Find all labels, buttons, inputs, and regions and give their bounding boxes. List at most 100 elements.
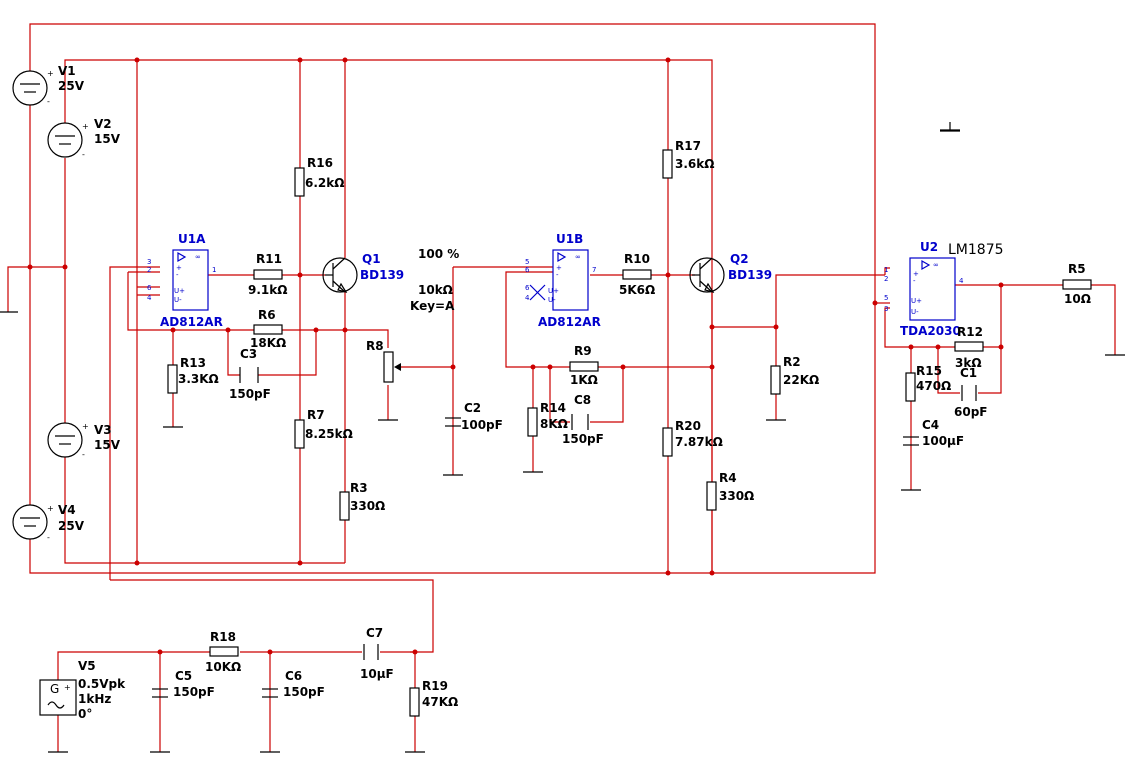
resistor-r3[interactable]: R3 330Ω: [339, 481, 385, 521]
q1-ref: Q1: [362, 252, 381, 266]
resistor-r9[interactable]: R9 1KΩ: [569, 344, 599, 387]
source-v3[interactable]: + - V3 15V: [47, 422, 121, 459]
r10-ref: R10: [624, 252, 650, 266]
c3-ref: C3: [240, 347, 257, 361]
resistor-icon: [954, 341, 984, 352]
junction-dot: [313, 327, 319, 333]
svg-text:1: 1: [884, 266, 888, 274]
resistor-r20[interactable]: R20 7.87kΩ: [662, 419, 723, 457]
resistor-r16[interactable]: R16 6.2kΩ: [294, 156, 344, 197]
u1b-part: AD812AR: [538, 315, 601, 329]
capacitor-c7[interactable]: C7 10µF: [360, 626, 394, 681]
u2-label: LM1875: [948, 242, 1004, 258]
svg-text:-: -: [47, 97, 50, 106]
resistor-r4[interactable]: R4 330Ω: [706, 471, 754, 511]
r9-ref: R9: [574, 344, 592, 358]
npn-transistor-icon: [322, 257, 358, 293]
resistor-icon: [209, 646, 239, 657]
resistor-icon: [706, 481, 717, 511]
c7-ref: C7: [366, 626, 383, 640]
svg-text:+: +: [64, 683, 71, 692]
junction-dot: [665, 570, 671, 576]
svg-text:∞: ∞: [933, 261, 939, 269]
r15-ref: R15: [916, 364, 942, 378]
u2-part: TDA2030: [900, 324, 961, 338]
v2-value: 15V: [94, 132, 121, 146]
capacitor-c2[interactable]: C2 100pF: [445, 401, 503, 432]
source-v2[interactable]: + - V2 15V: [47, 117, 121, 159]
resistor-r6[interactable]: R6 18KΩ: [250, 308, 286, 350]
junctions: [27, 57, 1004, 655]
resistor-icon: [770, 365, 781, 395]
source-v5[interactable]: G + V5 0.5Vpk 1kHz 0°: [39, 659, 126, 721]
function-generator-icon: [39, 679, 77, 716]
svg-text:-: -: [556, 271, 559, 279]
resistor-r18[interactable]: R18 10KΩ: [205, 630, 241, 674]
potentiometer-r8[interactable]: 100 % 10kΩ Key=A R8: [366, 247, 459, 383]
v5-phase: 0°: [78, 707, 92, 721]
svg-text:4: 4: [525, 294, 530, 302]
resistor-r12[interactable]: R12 3kΩ: [954, 325, 984, 370]
junction-dot: [908, 344, 914, 350]
q2-part: BD139: [728, 268, 772, 282]
v5-ref: V5: [78, 659, 96, 673]
resistor-r13[interactable]: R13 3.3KΩ: [167, 356, 219, 394]
r10-value: 5K6Ω: [619, 283, 655, 297]
transistor-q2[interactable]: Q2 BD139: [689, 252, 772, 293]
r13-ref: R13: [180, 356, 206, 370]
resistor-r19[interactable]: R19 47KΩ: [409, 679, 458, 717]
capacitor-c8[interactable]: C8 150pF: [562, 393, 604, 446]
svg-text:+: +: [82, 122, 89, 131]
dc-source-icon: [12, 504, 48, 540]
resistor-r11[interactable]: R11 9.1kΩ: [248, 252, 287, 297]
opamp-u2[interactable]: ∞ + - U+ U- 1 2 4 5 3 U2 LM1875 TDA2030: [884, 240, 1004, 338]
c6-value: 150pF: [283, 685, 325, 699]
v5-value: 0.5Vpk: [78, 677, 126, 691]
r4-value: 330Ω: [719, 489, 754, 503]
v2-ref: V2: [94, 117, 112, 131]
resistor-r14[interactable]: R14 8KΩ: [527, 401, 568, 437]
capacitor-c1[interactable]: C1 60pF: [954, 366, 988, 419]
svg-text:+: +: [913, 270, 919, 278]
capacitor-c6[interactable]: C6 150pF: [262, 669, 325, 699]
transistor-q1[interactable]: Q1 BD139: [322, 252, 404, 293]
junction-dot: [665, 272, 671, 278]
resistor-r10[interactable]: R10 5K6Ω: [619, 252, 655, 297]
r6-ref: R6: [258, 308, 276, 322]
r12-ref: R12: [957, 325, 983, 339]
svg-text:-: -: [176, 271, 179, 279]
r14-value: 8KΩ: [540, 417, 568, 431]
junction-dot: [709, 570, 715, 576]
opamp-u1a[interactable]: ∞ + - U+ U- 3 2 1 6 4 U1A AD812AR: [147, 232, 223, 329]
resistor-icon: [294, 419, 305, 449]
junction-dot: [342, 57, 348, 63]
source-v4[interactable]: + - V4 25V: [12, 503, 85, 542]
resistor-r17[interactable]: R17 3.6kΩ: [662, 139, 714, 179]
c8-value: 150pF: [562, 432, 604, 446]
junction-dot: [134, 560, 140, 566]
svg-text:6: 6: [525, 266, 530, 274]
r5-value: 10Ω: [1064, 292, 1091, 306]
c3-value: 150pF: [229, 387, 271, 401]
resistor-r15[interactable]: R15 470Ω: [905, 364, 951, 402]
junction-dot: [342, 327, 348, 333]
capacitor-c3[interactable]: C3 150pF: [229, 347, 271, 401]
junction-dot: [297, 57, 303, 63]
capacitor-c4[interactable]: C4 100µF: [903, 418, 964, 448]
r17-ref: R17: [675, 139, 701, 153]
junction-dot: [134, 57, 140, 63]
svg-text:-: -: [913, 277, 916, 285]
resistor-r2[interactable]: R2 22KΩ: [770, 355, 819, 395]
resistor-r7[interactable]: R7 8.25kΩ: [294, 408, 353, 449]
resistor-r5[interactable]: R5 10Ω: [1062, 262, 1092, 306]
opamp-u1b[interactable]: ∞ + - U+ U- 5 6 7 6 4 U1B AD812AR: [525, 232, 601, 329]
r4-ref: R4: [719, 471, 737, 485]
dc-source-icon: [47, 422, 83, 458]
capacitor-c5[interactable]: C5 150pF: [152, 669, 215, 699]
junction-dot: [998, 344, 1004, 350]
r8-percent: 100 %: [418, 247, 459, 261]
r13-value: 3.3KΩ: [178, 372, 219, 386]
svg-text:5: 5: [525, 258, 529, 266]
r2-value: 22KΩ: [783, 373, 819, 387]
source-v1[interactable]: + - V1 25V: [12, 64, 85, 106]
